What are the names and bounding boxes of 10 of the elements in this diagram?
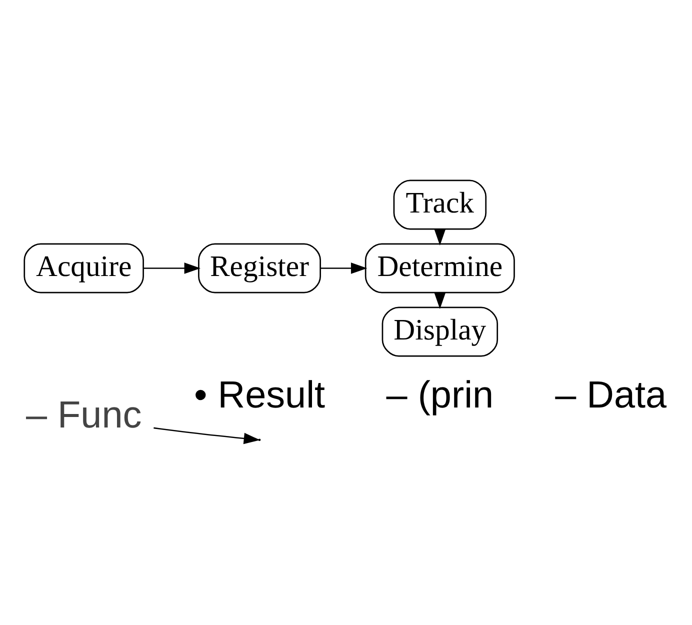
- label: – (prin: [386, 374, 494, 416]
- node-box: Acquire: [24, 243, 144, 294]
- node-box: Register: [198, 243, 321, 294]
- arrow: [320, 262, 368, 274]
- node-text: – Func: [26, 394, 142, 437]
- label: • Result: [194, 374, 326, 416]
- arrow: [144, 262, 201, 274]
- arrow: [154, 427, 260, 444]
- label: – Data: [555, 374, 667, 416]
- node-box: Display: [382, 306, 498, 357]
